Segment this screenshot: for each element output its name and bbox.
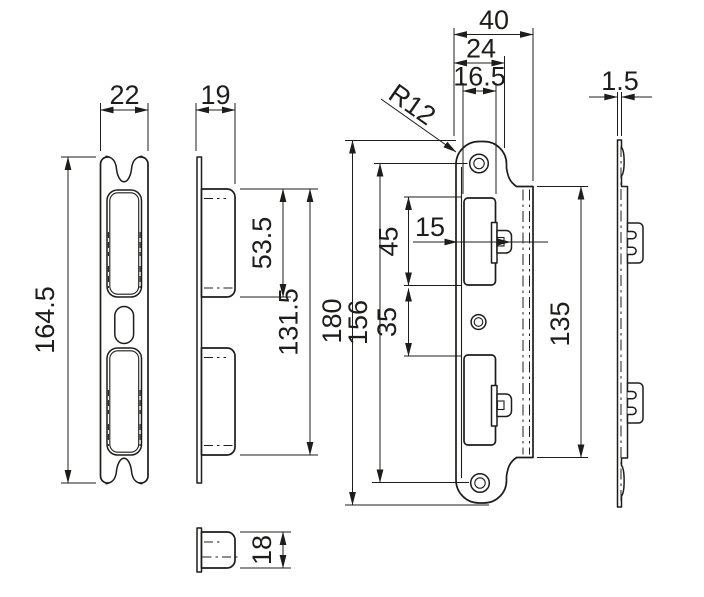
edge-upper-block bbox=[626, 222, 644, 264]
front-upper-hidden-lines bbox=[107, 232, 141, 288]
main-bottom-screw-hole-inner bbox=[474, 477, 486, 489]
radius-leader-line bbox=[380, 98, 457, 153]
front-top-notch-fill bbox=[107, 153, 141, 182]
dim-main-lip-height: 135 bbox=[545, 301, 575, 346]
view-front-plate bbox=[99, 153, 149, 487]
edge-plate-outline bbox=[616, 139, 629, 508]
main-middle-screw-hole-inner bbox=[473, 317, 484, 327]
bottom-box bbox=[200, 531, 236, 569]
dim-side-box-span: 131.5 bbox=[274, 288, 304, 356]
front-bottom-notch-fill bbox=[107, 458, 141, 487]
main-top-screw-hole bbox=[468, 153, 490, 174]
dim-front-width: 22 bbox=[109, 80, 139, 110]
dim-bottom-box-depth: 18 bbox=[247, 535, 277, 565]
extension-lines bbox=[61, 28, 622, 569]
front-lower-slot bbox=[106, 347, 143, 456]
view-bottom-detail bbox=[196, 527, 239, 573]
edge-lower-block bbox=[626, 382, 644, 424]
view-edge bbox=[616, 139, 644, 508]
dim-main-hole-spacing: 156 bbox=[343, 300, 373, 345]
front-top-notch bbox=[105, 155, 143, 183]
dim-main-corner-radius: R12 bbox=[383, 78, 441, 131]
main-top-screw-hole-inner bbox=[473, 157, 485, 170]
dimension-lines bbox=[64, 31, 652, 569]
dim-front-height: 164.5 bbox=[30, 286, 60, 354]
front-bottom-notch bbox=[105, 457, 143, 485]
dim-edge-thickness: 1.5 bbox=[601, 66, 639, 96]
side-lower-box bbox=[200, 347, 236, 456]
dim-main-cutout-gap: 35 bbox=[372, 307, 402, 337]
dim-main-faceplate-width: 24 bbox=[466, 34, 496, 64]
dim-main-total-depth: 40 bbox=[479, 5, 509, 35]
main-lower-latch-bar bbox=[490, 384, 498, 427]
dim-main-cutout-height: 45 bbox=[374, 226, 404, 256]
dim-main-cutout-width: 16.5 bbox=[453, 62, 506, 92]
dim-main-latch-depth: 15 bbox=[415, 212, 445, 242]
front-upper-slot-inner bbox=[109, 192, 140, 295]
bottom-hidden-lines bbox=[202, 541, 239, 558]
dim-main-plate-height: 180 bbox=[317, 298, 347, 343]
front-center-oval bbox=[114, 305, 135, 345]
front-upper-slot bbox=[106, 189, 143, 298]
dim-side-upper-box-height: 53.5 bbox=[247, 217, 277, 270]
front-lower-slot-inner bbox=[109, 350, 140, 453]
main-upper-latch-bar bbox=[490, 221, 498, 264]
front-lower-hidden-lines bbox=[107, 390, 141, 446]
view-side-plate bbox=[196, 156, 236, 484]
edge-upper-block-tabs bbox=[627, 230, 637, 256]
edge-lower-block-tabs bbox=[627, 390, 637, 416]
main-bottom-screw-hole bbox=[469, 472, 491, 494]
side-plate-strip bbox=[196, 156, 203, 484]
side-upper-box bbox=[200, 188, 236, 298]
main-middle-screw-hole bbox=[470, 313, 487, 331]
view-main-strike-plate bbox=[455, 140, 534, 504]
side-hidden-lines bbox=[204, 197, 233, 447]
main-lower-latch-inner bbox=[496, 400, 505, 411]
main-plate-outline bbox=[455, 140, 534, 504]
dimension-labels: 22 19 164.5 53.5 131.5 18 40 24 16.5 R12… bbox=[30, 5, 639, 565]
dim-side-depth: 19 bbox=[200, 80, 230, 110]
main-lip-centerlines bbox=[522, 189, 530, 455]
